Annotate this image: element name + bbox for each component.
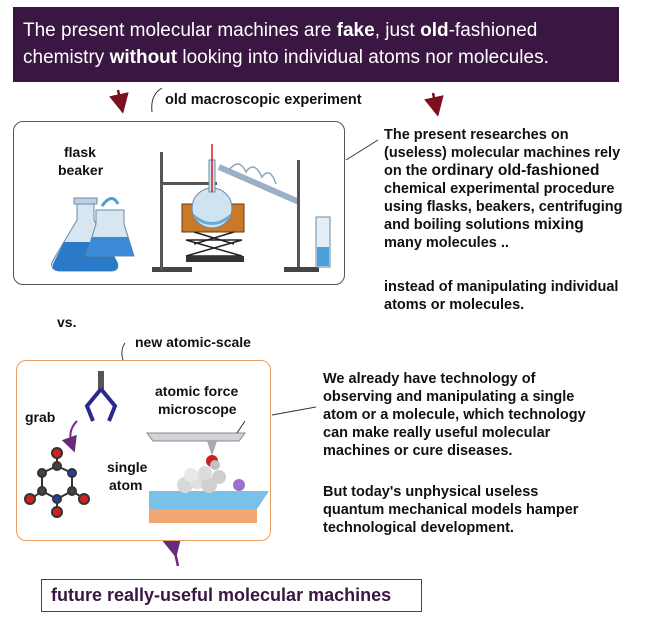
- headline-bold-fake: fake: [336, 20, 375, 41]
- headline-line-2: chemistry without looking into individua…: [23, 44, 619, 71]
- beaker-icon: [85, 197, 135, 257]
- text-line: chemical experimental procedure: [384, 181, 615, 197]
- new-atomic-scale-label: new atomic-scale: [135, 334, 251, 350]
- callout-right-line: [345, 139, 379, 161]
- text-line: many molecules ..: [384, 235, 509, 251]
- text-line: can make really useful molecular: [323, 425, 551, 441]
- callout-new-line: [121, 342, 126, 361]
- headline-text: , just: [374, 20, 421, 41]
- future-machines-box: future really-useful molecular machines: [41, 579, 422, 612]
- lab-stand-icon: [152, 144, 331, 272]
- technology-text: We already have technology of observing …: [323, 370, 643, 460]
- quantum-models-text: But today's unphysical useless quantum m…: [323, 483, 643, 537]
- text-line: on the ordinary old-fashioned: [384, 162, 646, 180]
- text-line: machines or cure diseases.: [323, 443, 513, 459]
- text-line: The present researches on: [384, 127, 569, 143]
- bold-ordinary-old-fashioned: ordinary old-fashioned: [431, 162, 600, 179]
- grab-arrow-icon: [61, 420, 78, 453]
- grab-label: grab: [25, 409, 56, 425]
- instead-text: instead of manipulating individual atoms…: [384, 278, 646, 314]
- text-line: atoms or molecules.: [384, 297, 525, 313]
- old-experiment-label: old macroscopic experiment: [165, 92, 362, 108]
- text-line: But today's unphysical useless: [323, 484, 539, 500]
- afm-tip-icon: [146, 420, 246, 467]
- beaker-label: beaker: [58, 162, 104, 178]
- headline-banner: The present molecular machines are fake,…: [13, 7, 619, 82]
- surface-icon: [149, 460, 269, 523]
- text-line: We already have technology of: [323, 371, 536, 387]
- text-line: using flasks, beakers, centrifuging: [384, 199, 623, 215]
- callout-right2-line: [271, 406, 317, 416]
- text-line: (useless) molecular machines rely: [384, 145, 621, 161]
- text-line: instead of manipulating individual: [384, 279, 619, 295]
- text-span: on the: [384, 163, 432, 179]
- single-atom-label-line-1: single: [107, 459, 148, 475]
- text-line: atom or a molecule, which technology: [323, 407, 586, 423]
- text-span: and boiling solutions: [384, 217, 534, 233]
- up-arrow-future: [162, 536, 182, 567]
- bold-mixing: mixing: [533, 216, 584, 233]
- down-arrow-left: [109, 89, 129, 114]
- headline-text: chemistry: [23, 47, 110, 68]
- gripper-icon: [84, 371, 118, 422]
- text-line: observing and manipulating a single: [323, 389, 575, 405]
- atomic-illustration: [24, 371, 269, 523]
- old-experiment-panel: flask beaker: [13, 121, 345, 285]
- afm-label-line-2: microscope: [158, 401, 237, 417]
- text-line: technological development.: [323, 520, 514, 536]
- flask-label: flask: [64, 144, 96, 160]
- molecule-icon: [24, 447, 90, 518]
- callout-old-line: [151, 87, 163, 113]
- single-atom-label-line-2: atom: [109, 477, 143, 493]
- present-research-text: The present researches on (useless) mole…: [384, 126, 646, 252]
- lab-equipment-illustration: [51, 144, 331, 272]
- atomic-scale-panel: grab atomic force microscope single atom: [16, 360, 271, 541]
- afm-label-line-1: atomic force: [155, 383, 239, 399]
- headline-bold-old: old: [420, 20, 449, 41]
- headline-bold-without: without: [109, 47, 178, 68]
- text-line: quantum mechanical models hamper: [323, 502, 579, 518]
- down-arrow-right: [424, 92, 444, 117]
- headline-line-1: The present molecular machines are fake,…: [23, 17, 619, 44]
- headline-text: The present molecular machines are: [23, 20, 337, 41]
- vs-label: vs.: [57, 314, 77, 330]
- headline-text: looking into individual atoms nor molecu…: [177, 47, 549, 68]
- headline-text: -fashioned: [448, 20, 538, 41]
- text-line: and boiling solutions mixing: [384, 216, 646, 234]
